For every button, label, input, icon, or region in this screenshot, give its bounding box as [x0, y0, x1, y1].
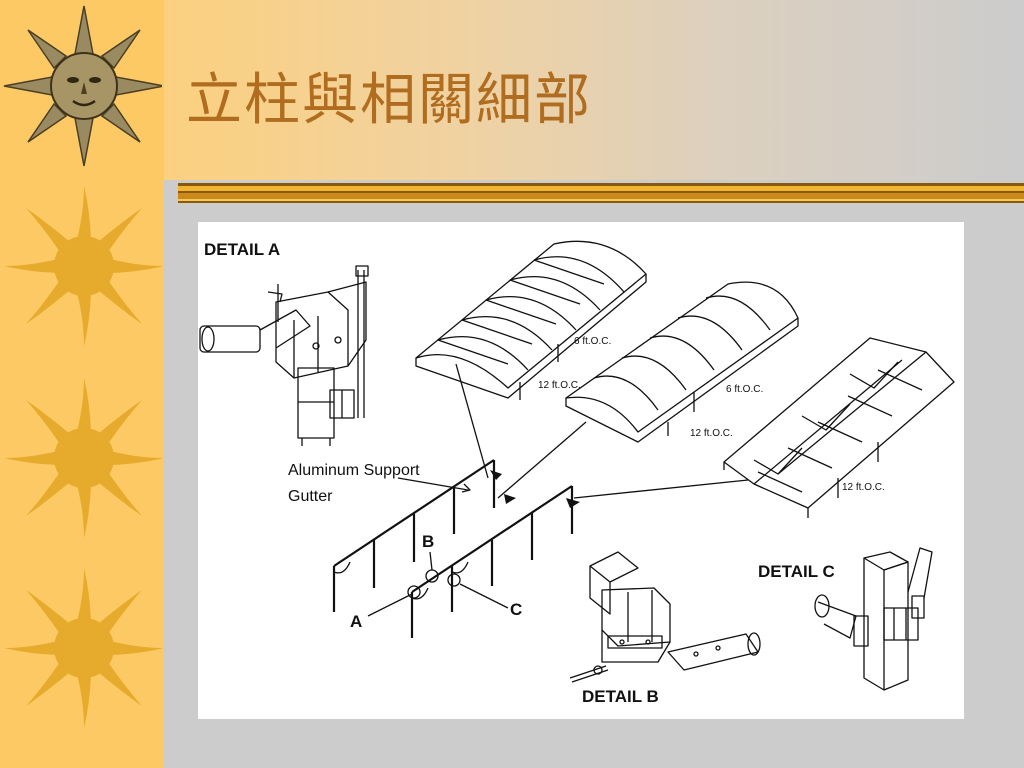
marker-c: C [510, 600, 523, 619]
spacing-label: 6 ft.O.C. [574, 336, 612, 347]
gutter-label: Gutter [288, 488, 333, 505]
detail-c-label: DETAIL C [758, 562, 835, 581]
spacing-label: 12 ft.O.C. [538, 380, 581, 391]
canopy-gable-module [573, 337, 955, 518]
marker-a: A [350, 612, 363, 631]
support-frame [332, 459, 574, 638]
spacing-label: 12 ft.O.C. [690, 428, 733, 439]
sun-face-icon [2, 0, 165, 180]
drawing-lines [199, 240, 955, 691]
sun-icon [2, 372, 164, 552]
canopy-arched-module [497, 281, 799, 499]
header-band [164, 0, 1024, 180]
detail-b-assembly [569, 551, 761, 683]
page-title: 立柱與相關細部 [186, 68, 592, 133]
title-underline [178, 183, 1024, 203]
detail-c-assembly [814, 547, 933, 691]
spacing-label: 12 ft.O.C. [842, 482, 885, 493]
detail-a-label: DETAIL A [204, 240, 281, 259]
marker-b: B [422, 532, 435, 551]
sun-icon [2, 562, 164, 742]
aluminum-support-label: Aluminum Support [288, 462, 420, 479]
structure-detail-drawing: DETAIL A DETAIL C DETAIL B Aluminum Supp… [198, 222, 964, 719]
side-decoration-strip [0, 0, 165, 768]
canopy-arched-module [415, 240, 647, 479]
detail-b-label: DETAIL B [582, 687, 659, 706]
detail-a-assembly [199, 265, 369, 446]
spacing-label: 6 ft.O.C. [726, 384, 764, 395]
sun-icon [2, 180, 164, 360]
